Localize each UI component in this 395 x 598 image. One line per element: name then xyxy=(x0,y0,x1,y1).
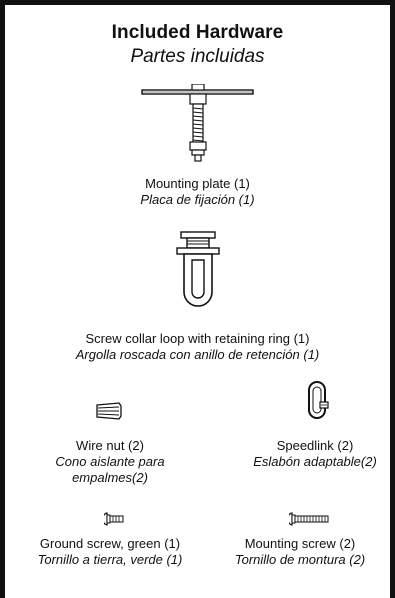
mounting-plate-icon xyxy=(141,84,254,162)
page-title: Included Hardware xyxy=(111,22,284,43)
screw-collar-loop-label: Screw collar loop with retaining ring (1… xyxy=(30,331,365,363)
wire-nut-label-en: Wire nut (2) xyxy=(76,438,144,453)
screw-collar-loop-label-en: Screw collar loop with retaining ring (1… xyxy=(85,331,310,346)
ground-screw-label: Ground screw, green (1) Tornillo a tierr… xyxy=(5,536,215,568)
screw-collar-loop-icon xyxy=(176,231,220,307)
ground-screw-label-es: Tornillo a tierra, verde (1) xyxy=(37,552,183,567)
speedlink-label: Speedlink (2) Eslabón adaptable(2) xyxy=(235,438,395,470)
wire-nut-icon xyxy=(96,402,122,420)
speedlink-label-en: Speedlink (2) xyxy=(276,438,354,453)
mounting-screw-label-en: Mounting screw (2) xyxy=(244,536,356,551)
mounting-plate-label: Mounting plate (1) Placa de fijación (1) xyxy=(100,176,295,208)
mounting-plate-label-en: Mounting plate (1) xyxy=(145,176,250,191)
mounting-plate-label-es: Placa de fijación (1) xyxy=(140,192,255,207)
wire-nut-label-es: Cono aislante para empalmes(2) xyxy=(55,454,165,485)
page-subtitle: Partes incluidas xyxy=(130,46,265,67)
mounting-screw-label: Mounting screw (2) Tornillo de montura (… xyxy=(205,536,395,568)
screw-collar-loop-label-es: Argolla roscada con anillo de retención … xyxy=(75,347,320,362)
ground-screw-label-en: Ground screw, green (1) xyxy=(39,536,181,551)
speedlink-icon xyxy=(308,381,329,419)
ground-screw-icon xyxy=(104,512,124,526)
speedlink-label-es: Eslabón adaptable(2) xyxy=(253,454,377,469)
mounting-screw-label-es: Tornillo de montura (2) xyxy=(234,552,366,567)
wire-nut-label: Wire nut (2) Cono aislante para empalmes… xyxy=(40,438,180,486)
mounting-screw-icon xyxy=(289,512,329,526)
